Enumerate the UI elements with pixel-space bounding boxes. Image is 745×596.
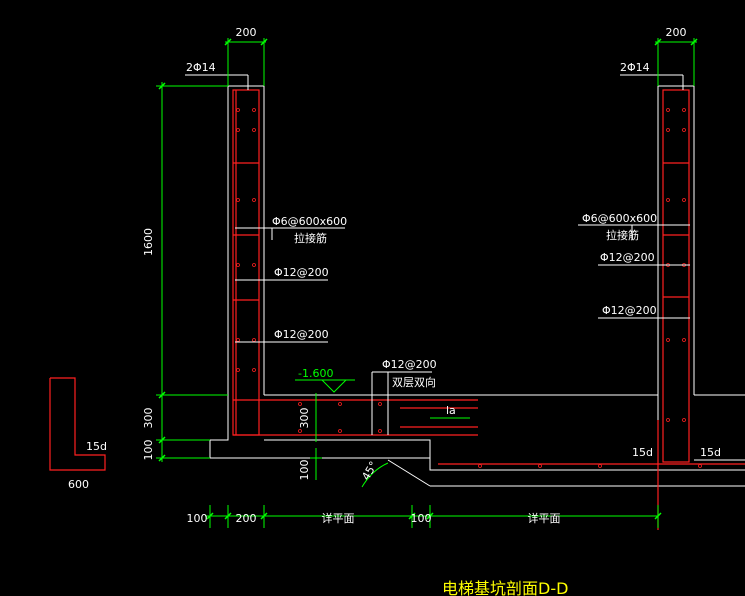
dim-base-height-inner: 300 (298, 408, 311, 429)
label-tie-left: Φ6@600x600 (272, 215, 347, 228)
label-tie-right-note: 拉接筋 (606, 228, 639, 242)
label-anchor-length: la (446, 404, 456, 417)
annotations: 200 200 2Φ14 2Φ14 1600 300 100 300 100 Φ… (68, 26, 721, 596)
dim-bottom-100-a: 100 (187, 512, 208, 525)
dim-top-left: 200 (236, 26, 257, 39)
label-face-2: 详平面 (528, 511, 561, 525)
dim-top-right: 200 (666, 26, 687, 39)
hook-bar (49, 377, 106, 471)
label-top-bar-left: 2Φ14 (186, 61, 216, 74)
left-wall-rebar-cage (232, 89, 260, 436)
label-tie-left-note: 拉接筋 (294, 231, 327, 245)
label-face-1: 详平面 (322, 511, 355, 525)
dimension-lines (156, 38, 697, 528)
right-wall-rebar-cage (662, 89, 690, 463)
label-tie-right: Φ6@600x600 (582, 212, 657, 225)
dim-wall-height: 1600 (142, 228, 155, 256)
dimension-ticks (158, 38, 698, 520)
label-rebar-right-1: Φ12@200 (600, 251, 655, 264)
hook-detail (49, 377, 106, 471)
dim-hook-width: 600 (68, 478, 89, 491)
dim-bottom-100-b: 100 (411, 512, 432, 525)
leader-lines (185, 74, 690, 435)
label-top-bar-right: 2Φ14 (620, 61, 650, 74)
label-hook-15d: 15d (86, 440, 107, 453)
pit-slope (387, 459, 431, 487)
dim-pad-bottom: 100 (298, 460, 311, 481)
label-15d-center: 15d (632, 446, 653, 459)
label-15d-right: 15d (700, 446, 721, 459)
drawing-title: 电梯基坑剖面D-D (442, 579, 568, 596)
label-rebar-left-2: Φ12@200 (274, 328, 329, 341)
label-base-rebar: Φ12@200 (382, 358, 437, 371)
rebar (232, 89, 745, 530)
label-rebar-right-2: Φ12@200 (602, 304, 657, 317)
dim-bottom-200: 200 (236, 512, 257, 525)
label-rebar-left-1: Φ12@200 (274, 266, 329, 279)
dim-pad-left: 100 (142, 440, 155, 461)
dim-base-height-left: 300 (142, 408, 155, 429)
concrete-outline (209, 85, 745, 487)
label-angle: 45° (359, 459, 380, 482)
label-base-rebar-note: 双层双向 (392, 375, 436, 389)
label-elevation: -1.600 (298, 367, 333, 380)
